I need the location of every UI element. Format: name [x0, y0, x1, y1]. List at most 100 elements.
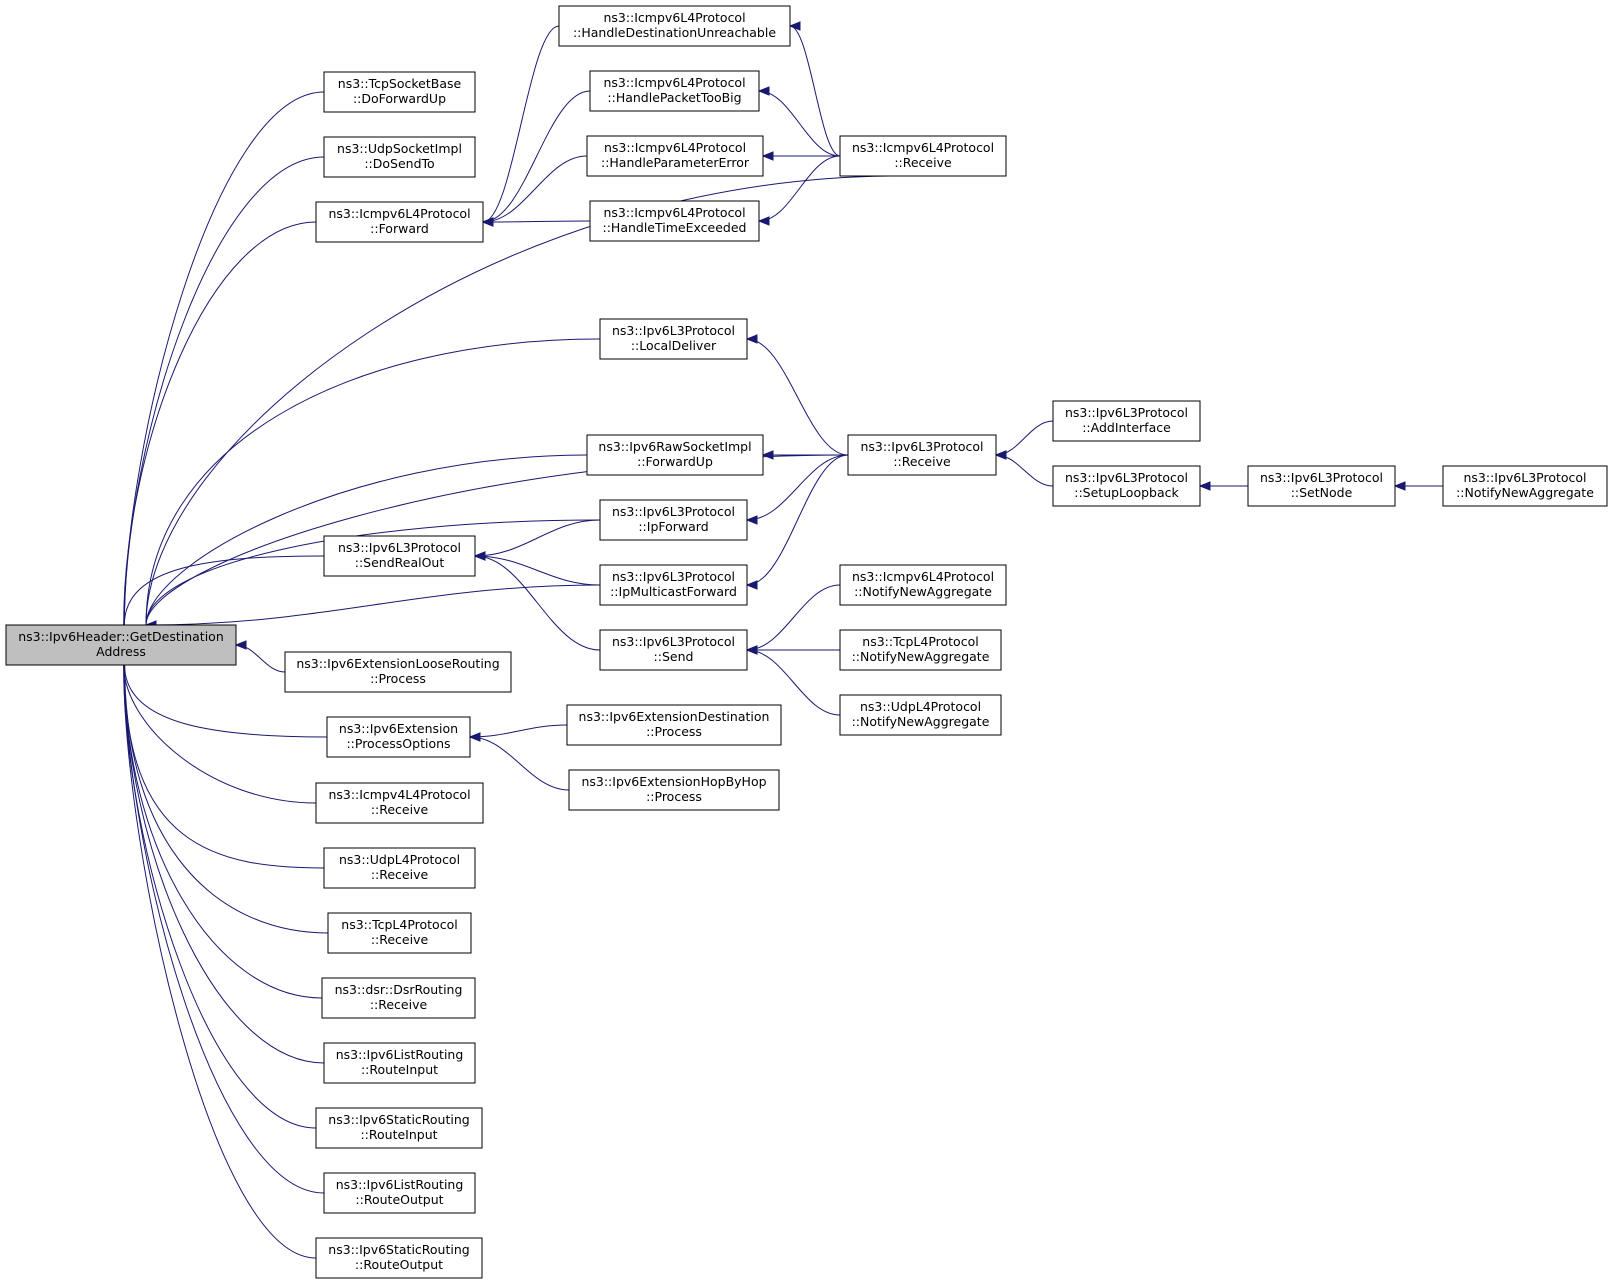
arrowhead-icon: [745, 515, 758, 525]
node-box[interactable]: [586, 135, 764, 177]
node-box[interactable]: [284, 651, 512, 693]
node-ipv6Send[interactable]: ns3::Ipv6L3Protocol::Send: [599, 629, 748, 671]
node-ipv6SetupLoop[interactable]: ns3::Ipv6L3Protocol::SetupLoopback: [1052, 465, 1201, 507]
node-box[interactable]: [839, 135, 1007, 177]
node-box[interactable]: [589, 200, 760, 242]
arrowhead-icon: [1393, 481, 1406, 491]
arrowhead-icon: [234, 640, 247, 650]
node-label-line: ns3::Ipv6Extension: [339, 721, 458, 736]
arrowhead-icon: [757, 216, 770, 226]
call-edge-staticRouteIn-to-root: [123, 664, 317, 1129]
node-ipv6LocalDeliver[interactable]: ns3::Ipv6L3Protocol::LocalDeliver: [599, 318, 748, 360]
node-ipv6IpForward[interactable]: ns3::Ipv6L3Protocol::IpForward: [599, 499, 748, 541]
node-label-line: ::RouteOutput: [355, 1257, 443, 1272]
node-tcpSockBaseFwdUp[interactable]: ns3::TcpSocketBase::DoForwardUp: [323, 71, 476, 113]
arrowhead-icon: [1198, 481, 1211, 491]
node-box[interactable]: [323, 1172, 476, 1214]
node-box[interactable]: [599, 318, 748, 360]
node-box[interactable]: [1442, 465, 1608, 507]
node-staticRouteOut[interactable]: ns3::Ipv6StaticRouting::RouteOutput: [315, 1237, 483, 1279]
node-box[interactable]: [323, 71, 476, 113]
node-icmp6TimeExc[interactable]: ns3::Icmpv6L4Protocol::HandleTimeExceede…: [589, 200, 760, 242]
node-label-line: ns3::Ipv6Header::GetDestination: [18, 629, 224, 644]
node-box[interactable]: [315, 1237, 483, 1279]
node-label-line: ns3::Ipv6L3Protocol: [1065, 470, 1188, 485]
node-box[interactable]: [568, 769, 780, 811]
node-ipv6IpMcastFwd[interactable]: ns3::Ipv6L3Protocol::IpMulticastForward: [599, 564, 748, 606]
node-ipv6SendRealOut[interactable]: ns3::Ipv6L3Protocol::SendRealOut: [323, 535, 476, 577]
node-box[interactable]: [599, 499, 748, 541]
node-ipv6SetNode[interactable]: ns3::Ipv6L3Protocol::SetNode: [1247, 465, 1396, 507]
node-udp4Receive[interactable]: ns3::UdpL4Protocol::Receive: [323, 847, 476, 889]
arrowhead-icon: [757, 86, 770, 96]
node-box[interactable]: [847, 434, 997, 476]
arrowhead-icon: [761, 151, 774, 161]
node-label-line: ns3::Ipv6L3Protocol: [860, 439, 983, 454]
node-ipv6Receive[interactable]: ns3::Ipv6L3Protocol::Receive: [847, 434, 997, 476]
node-icmp6ParamErr[interactable]: ns3::Icmpv6L4Protocol::HandleParameterEr…: [586, 135, 764, 177]
node-icmp6Receive[interactable]: ns3::Icmpv6L4Protocol::Receive: [839, 135, 1007, 177]
node-tcp4NotifyNA[interactable]: ns3::TcpL4Protocol::NotifyNewAggregate: [839, 629, 1002, 671]
node-icmp6PktTooBig[interactable]: ns3::Icmpv6L4Protocol::HandlePacketTooBi…: [589, 70, 760, 112]
node-box[interactable]: [326, 716, 471, 758]
node-box[interactable]: [315, 201, 484, 243]
node-staticRouteIn[interactable]: ns3::Ipv6StaticRouting::RouteInput: [315, 1107, 483, 1149]
node-label-line: ::IpMulticastForward: [610, 584, 737, 599]
node-box[interactable]: [323, 847, 476, 889]
node-listRouteIn[interactable]: ns3::Ipv6ListRouting::RouteInput: [323, 1042, 476, 1084]
call-edge-ipv6AddIface-to-ipv6Receive: [995, 420, 1054, 456]
node-box[interactable]: [323, 136, 476, 178]
node-icmp6NotifyNA[interactable]: ns3::Icmpv6L4Protocol::NotifyNewAggregat…: [839, 564, 1007, 606]
node-label-line: ::DoSendTo: [364, 156, 434, 171]
node-extHopProc[interactable]: ns3::Ipv6ExtensionHopByHop::Process: [568, 769, 780, 811]
nodes-layer: ns3::Ipv6Header::GetDestinationAddressns…: [5, 5, 1608, 1279]
node-box[interactable]: [323, 1042, 476, 1084]
call-edge-icmp6Receive-to-icmp6PktTooBig: [758, 90, 841, 157]
node-box[interactable]: [1052, 400, 1201, 442]
node-label-line: ns3::Icmpv6L4Protocol: [328, 206, 470, 221]
node-box[interactable]: [558, 5, 791, 47]
node-box[interactable]: [599, 564, 748, 606]
node-box[interactable]: [5, 624, 237, 666]
node-box[interactable]: [323, 535, 476, 577]
call-edge-icmp6TimeExc-to-icmp6Forward: [482, 220, 591, 223]
node-box[interactable]: [586, 434, 764, 476]
node-label-line: ns3::Ipv6L3Protocol: [612, 634, 735, 649]
node-icmp4Receive[interactable]: ns3::Icmpv4L4Protocol::Receive: [315, 782, 484, 824]
node-label-line: ns3::Icmpv6L4Protocol: [603, 205, 745, 220]
node-dsrReceive[interactable]: ns3::dsr::DsrRouting::Receive: [321, 977, 476, 1019]
node-udpSockDoSendTo[interactable]: ns3::UdpSocketImpl::DoSendTo: [323, 136, 476, 178]
call-edge-ipv6SetupLoop-to-ipv6Receive: [995, 454, 1054, 487]
node-label-line: ns3::Ipv6L3Protocol: [1260, 470, 1383, 485]
node-tcp4Receive[interactable]: ns3::TcpL4Protocol::Receive: [327, 912, 472, 954]
call-edge-udp4NotifyNA-to-ipv6Send: [746, 649, 841, 716]
node-icmp6DestUnreach[interactable]: ns3::Icmpv6L4Protocol::HandleDestination…: [558, 5, 791, 47]
node-box[interactable]: [599, 629, 748, 671]
node-listRouteOut[interactable]: ns3::Ipv6ListRouting::RouteOutput: [323, 1172, 476, 1214]
node-label-line: ::NotifyNewAggregate: [1456, 485, 1594, 500]
node-box[interactable]: [315, 1107, 483, 1149]
node-label-line: ns3::Icmpv6L4Protocol: [852, 569, 994, 584]
node-extLooseProc[interactable]: ns3::Ipv6ExtensionLooseRouting::Process: [284, 651, 512, 693]
node-box[interactable]: [315, 782, 484, 824]
node-rawFwdUp[interactable]: ns3::Ipv6RawSocketImpl::ForwardUp: [586, 434, 764, 476]
node-box[interactable]: [839, 629, 1002, 671]
node-ipv6AddIface[interactable]: ns3::Ipv6L3Protocol::AddInterface: [1052, 400, 1201, 442]
node-ipv6NotifyNA[interactable]: ns3::Ipv6L3Protocol::NotifyNewAggregate: [1442, 465, 1608, 507]
node-extDestProc[interactable]: ns3::Ipv6ExtensionDestination::Process: [566, 704, 782, 746]
node-label-line: ::Receive: [371, 932, 429, 947]
node-box[interactable]: [839, 564, 1007, 606]
node-box[interactable]: [589, 70, 760, 112]
node-box[interactable]: [327, 912, 472, 954]
node-box[interactable]: [566, 704, 782, 746]
node-box[interactable]: [1052, 465, 1201, 507]
node-label-line: ns3::Icmpv6L4Protocol: [852, 140, 994, 155]
node-box[interactable]: [839, 694, 1002, 736]
node-extProcOpts[interactable]: ns3::Ipv6Extension::ProcessOptions: [326, 716, 471, 758]
node-icmp6Forward[interactable]: ns3::Icmpv6L4Protocol::Forward: [315, 201, 484, 243]
node-box[interactable]: [1247, 465, 1396, 507]
node-udp4NotifyNA[interactable]: ns3::UdpL4Protocol::NotifyNewAggregate: [839, 694, 1002, 736]
node-box[interactable]: [321, 977, 476, 1019]
node-label-line: ::NotifyNewAggregate: [852, 649, 990, 664]
